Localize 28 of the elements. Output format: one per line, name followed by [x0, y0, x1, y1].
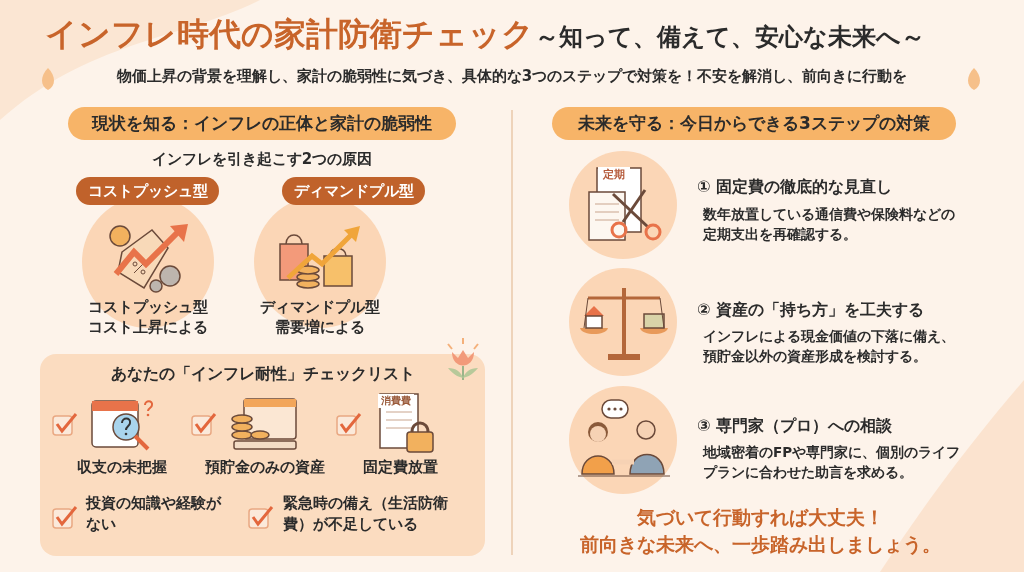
step-heading: ② 資産の「持ち方」を工夫する: [697, 300, 926, 321]
checklist-item: 固定費放置: [361, 458, 439, 477]
section-subheading: インフレを引き起こす2つの原因: [150, 150, 374, 169]
section-header: 現状を知る：インフレの正体と家計の脆弱性: [68, 107, 456, 140]
document-text: 定期: [598, 167, 630, 182]
checklist-item: 預貯金のみの資産: [204, 458, 326, 477]
step-heading: ③ 専門家（プロ）への相談: [697, 416, 894, 437]
caption: 需要増による: [274, 318, 366, 337]
step-description: 地域密着のFPや専門家に、個別のライフプランに合わせた助言を求める。: [703, 443, 962, 482]
lead-text: 物価上昇の背景を理解し、家計の脆弱性に気づき、具体的な3つのステップで対策を！不安を解消し、前向きに行動を: [115, 67, 909, 86]
step-description: 数年放置している通信費や保険料などの定期支出を再確認する。: [703, 205, 956, 244]
type-badge: ディマンドプル型: [282, 177, 425, 205]
checklist-heading: あなたの「インフレ耐性」チェックリスト: [109, 364, 416, 385]
caption: ディマンドプル型: [259, 298, 381, 317]
caption: コストプッシュ型: [87, 298, 209, 317]
step-heading: ① 固定費の徹底的な見直し: [697, 177, 894, 198]
checklist-item: 緊急時の備え（生活防衛費）が不足している: [283, 493, 449, 535]
section-header: 未来を守る：今日からできる3ステップの対策: [552, 107, 956, 140]
subtitle: ～知って、備えて、安心な未来へ～: [535, 22, 925, 52]
step-description: インフレによる現金価値の下落に備え、預貯金以外の資産形成を検討する。: [703, 327, 956, 366]
checklist-item: 収支の未把握: [76, 458, 168, 477]
caption: コスト上昇による: [87, 318, 209, 337]
closing-message: 前向きな未来へ、一歩踏み出しましょう。: [578, 532, 942, 557]
title: インフレ時代の家計防衛チェック: [45, 14, 534, 54]
receipt-text: 消費費: [378, 394, 414, 408]
checklist-item: 投資の知識や経験がない: [86, 493, 223, 535]
type-badge: コストプッシュ型: [76, 177, 219, 205]
closing-message: 気づいて行動すれば大丈夫！: [635, 505, 885, 530]
